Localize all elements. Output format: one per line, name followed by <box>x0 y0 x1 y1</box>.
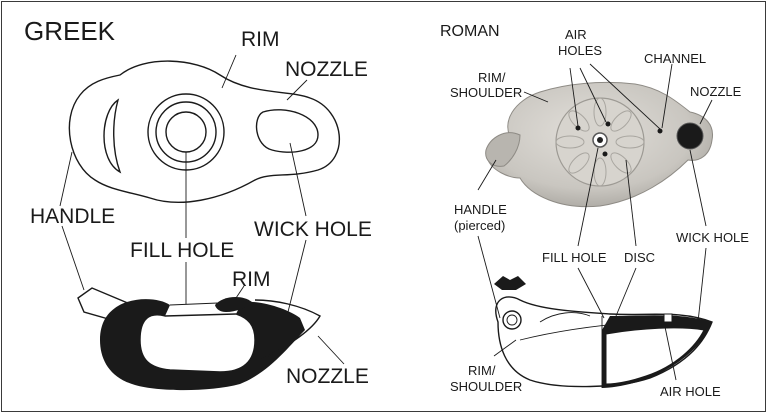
label-roman-rim: RIM/ <box>478 70 506 85</box>
leader-greek-nozzle-top <box>287 80 307 100</box>
roman-air-hole-3 <box>603 152 608 157</box>
roman-channel-point <box>658 129 663 134</box>
label-roman-pierced: (pierced) <box>454 218 505 233</box>
leader-roman-wick-top <box>690 150 706 226</box>
label-greek-nozzle-side: NOZZLE <box>286 365 369 388</box>
roman-top-view <box>486 82 713 206</box>
greek-side-body-outline <box>140 314 255 372</box>
label-roman-handle: HANDLE <box>454 202 507 217</box>
greek-wick-hole-top <box>257 110 318 152</box>
roman-side-lug <box>494 276 526 290</box>
label-roman-air: AIR <box>565 27 587 42</box>
label-roman-disc: DISC <box>624 250 655 265</box>
leader-greek-nozzle-side <box>318 336 344 364</box>
leader-roman-disc-side <box>616 268 636 316</box>
roman-side-view <box>494 276 712 388</box>
roman-side-handle-hole <box>507 315 517 325</box>
label-roman-channel: CHANNEL <box>644 51 706 66</box>
roman-title: ROMAN <box>440 23 500 40</box>
label-roman-shoulder: SHOULDER <box>450 85 522 100</box>
roman-air-hole-2 <box>606 122 611 127</box>
label-greek-rim-side: RIM <box>232 268 271 291</box>
label-greek-handle: HANDLE <box>30 205 115 228</box>
label-greek-rim-top: RIM <box>241 28 280 51</box>
leader-greek-handle-top <box>60 152 72 206</box>
label-roman-shoulder-bottom: SHOULDER <box>450 379 522 394</box>
roman-side-handle-ring <box>503 311 521 329</box>
leader-greek-wick-side <box>288 240 306 312</box>
label-roman-fill-hole: FILL HOLE <box>542 250 607 265</box>
roman-fill-hole-center <box>597 137 603 143</box>
leader-roman-rim-bottom <box>494 340 516 356</box>
leader-greek-wick-top <box>290 143 306 216</box>
label-greek-nozzle-top: NOZZLE <box>285 58 368 81</box>
roman-wick-hole-photo <box>677 123 703 149</box>
greek-top-view <box>69 61 339 202</box>
leader-roman-fill-side <box>578 268 604 318</box>
label-roman-holes: HOLES <box>558 43 602 58</box>
label-greek-fill-hole: FILL HOLE <box>130 239 234 262</box>
label-roman-rim-bottom: RIM/ <box>468 363 496 378</box>
roman-side-nozzle-detail <box>540 313 590 322</box>
greek-handle-inner-curve <box>104 100 120 172</box>
label-roman-nozzle: NOZZLE <box>690 84 742 99</box>
leader-greek-handle-side <box>62 226 84 290</box>
label-greek-wick-hole: WICK HOLE <box>254 218 372 241</box>
greek-fill-hole-top <box>166 112 206 152</box>
greek-lamp-outline <box>69 61 339 202</box>
leader-roman-wick-side <box>698 248 706 322</box>
roman-side-air-hole <box>664 314 672 322</box>
greek-side-view <box>78 288 320 390</box>
leader-roman-handle-side <box>478 236 500 318</box>
leader-roman-handle-top <box>478 160 496 190</box>
roman-air-hole-1 <box>576 126 581 131</box>
greek-side-body-dark <box>100 299 305 390</box>
label-roman-air-hole: AIR HOLE <box>660 384 721 399</box>
greek-title: GREEK <box>24 16 116 46</box>
label-roman-wick-hole: WICK HOLE <box>676 230 749 245</box>
